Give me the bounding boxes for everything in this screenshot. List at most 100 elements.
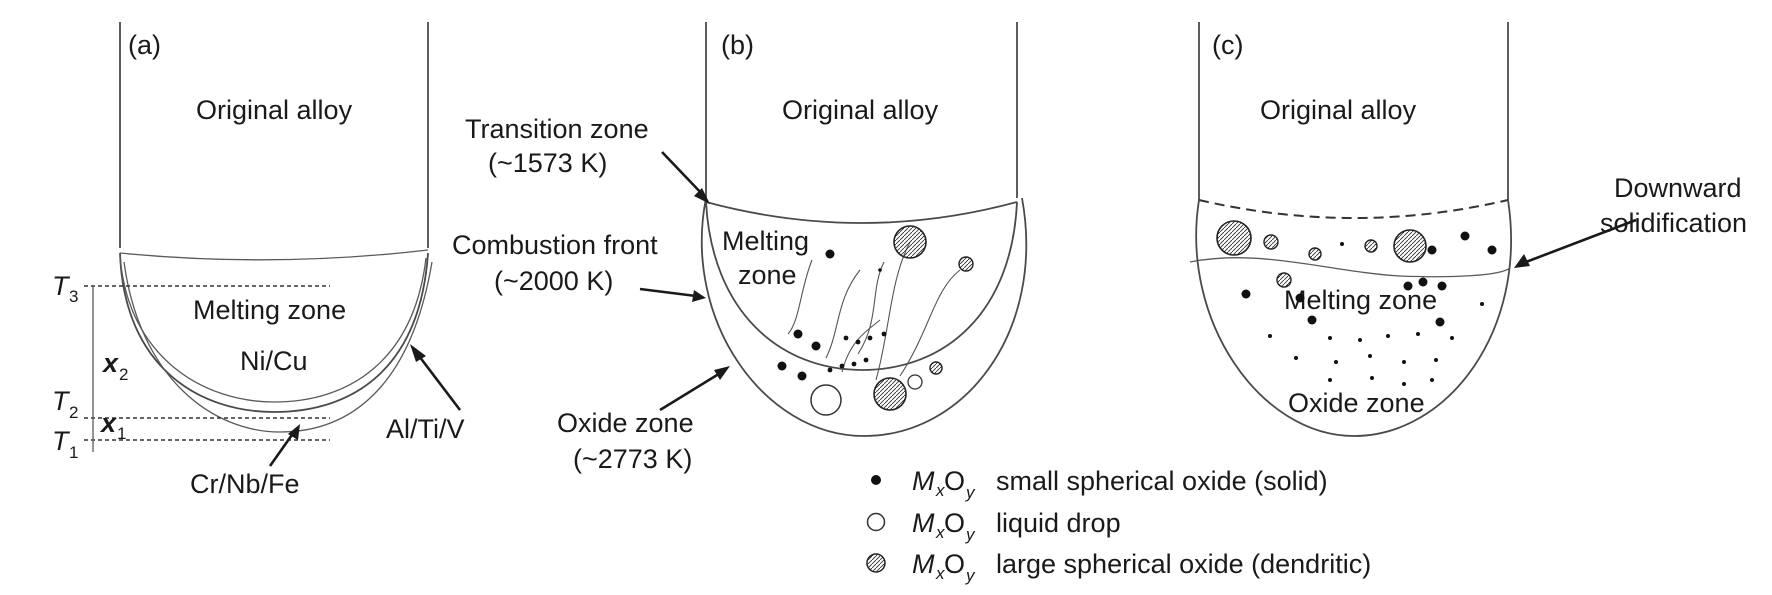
- panel-b-oxide-bowl: [700, 197, 1028, 437]
- panel-a-melt-top: [119, 249, 429, 261]
- panel-b-melt-bowl: [705, 201, 1018, 371]
- solid-oxide-dot: [851, 361, 857, 367]
- panel-a-x2-sub: 2: [119, 365, 128, 384]
- panel-b-oxide-temp: (~2773 K): [573, 444, 692, 474]
- panel-a-original-label: Original alloy: [196, 95, 353, 125]
- panel-c-downward-arrowhead: [1514, 254, 1530, 268]
- panel-a-crnbfe-arrow: [268, 431, 296, 467]
- hollow-circle-icon: [866, 512, 886, 532]
- panel-a-x1-sub: 1: [117, 424, 126, 443]
- legend-formula-y: y: [965, 525, 976, 544]
- panel-b-oxide-arrow: [659, 370, 723, 412]
- panel-c-dendritic-oxides: [1216, 220, 1427, 288]
- solid-oxide-dot: [1241, 289, 1251, 299]
- solid-oxide-dot: [1460, 231, 1470, 241]
- dendritic-oxide: [1364, 239, 1378, 253]
- legend-text: small spherical oxide (solid): [996, 466, 1328, 496]
- panel-b-transition-arrow: [661, 151, 705, 197]
- panel-c-bowl: [1195, 199, 1512, 437]
- solid-oxide-dot: [1294, 356, 1298, 360]
- solid-oxide-dot: [1370, 376, 1374, 380]
- panel-a-melting-label: Melting zone: [193, 295, 346, 325]
- solid-oxide-dot: [1435, 317, 1445, 327]
- panel-b-melting-label-2: zone: [738, 260, 797, 290]
- panel-a-cup-outermost: [123, 261, 433, 433]
- solid-oxide-dot: [811, 341, 821, 351]
- panel-b-particle-paths: [787, 241, 961, 381]
- solid-oxide-dot: [1402, 360, 1406, 364]
- panel-a-crnbfe-arrowhead: [288, 424, 300, 440]
- panel-b-dendritic-oxides: [873, 225, 974, 411]
- panel-a-cup-inner: [119, 255, 427, 403]
- solid-oxide-dot: [793, 329, 803, 339]
- dendritic-circle-icon: [866, 553, 886, 573]
- panel-a-t3-label: T: [52, 271, 71, 301]
- legend-formula-x: x: [935, 481, 945, 500]
- solid-oxide-dot: [881, 331, 887, 337]
- liquid-drop: [907, 374, 923, 390]
- solid-oxide-dot: [777, 361, 787, 371]
- panel-c-oxide-label: Oxide zone: [1288, 388, 1425, 418]
- panel-b-combustion-arrowhead: [692, 290, 706, 302]
- legend: M x O y small spherical oxide (solid) M …: [866, 466, 1371, 585]
- solid-oxide-dot: [863, 357, 869, 363]
- panel-a-cup-outer: [119, 252, 429, 413]
- solid-oxide-dot: [1386, 334, 1390, 338]
- particle-path: [857, 261, 885, 355]
- solid-oxide-dot: [1430, 378, 1434, 382]
- solid-dot-icon: [871, 475, 881, 485]
- panel-b-oxide-label: Oxide zone: [557, 408, 694, 438]
- panel-a-altiv-label: Al/Ti/V: [386, 414, 465, 444]
- solid-oxide-dot: [825, 249, 835, 259]
- dendritic-oxide: [1393, 229, 1427, 263]
- solid-oxide-dot: [1334, 360, 1338, 364]
- solid-oxide-dot: [1307, 315, 1317, 325]
- legend-item: M x O y liquid drop: [866, 508, 1121, 544]
- panel-c-downward-label-2: solidification: [1600, 208, 1747, 238]
- panel-a-t3-sub: 3: [69, 287, 78, 306]
- dendritic-oxide: [873, 377, 907, 411]
- solid-oxide-dot: [1416, 332, 1420, 336]
- legend-formula-m: M: [912, 466, 935, 496]
- panel-b-tag: (b): [721, 30, 754, 60]
- solid-oxide-dot: [1403, 281, 1413, 291]
- legend-item: M x O y large spherical oxide (dendritic…: [866, 549, 1371, 585]
- solid-oxide-dot: [878, 268, 882, 272]
- dendritic-oxide: [929, 361, 943, 375]
- dendritic-oxide: [958, 256, 974, 272]
- panel-b-oxide-arrowhead: [714, 366, 730, 380]
- panel-a-nicu-label: Ni/Cu: [240, 346, 308, 376]
- panel-a-x1-label: x: [99, 408, 117, 438]
- solid-oxide-dot: [1487, 245, 1497, 255]
- solid-oxide-dot: [1450, 336, 1454, 340]
- solid-oxide-dot: [1340, 242, 1344, 246]
- panel-a-t1-label: T: [52, 426, 71, 456]
- legend-formula-o: O: [944, 549, 965, 579]
- solid-oxide-dot: [1328, 378, 1332, 382]
- solid-oxide-dot: [1434, 358, 1438, 362]
- solid-oxide-dot: [1268, 334, 1272, 338]
- legend-formula-y: y: [965, 483, 976, 502]
- panel-a-altiv-arrowhead: [410, 344, 426, 362]
- solid-oxide-dot: [843, 335, 849, 341]
- panel-b-transition-boundary: [705, 201, 1018, 224]
- panel-a-tag: (a): [128, 30, 161, 60]
- solid-oxide-dot: [1418, 277, 1428, 287]
- solid-oxide-dot: [1368, 354, 1372, 358]
- solid-oxide-dot: [1427, 245, 1437, 255]
- panel-c-tag: (c): [1212, 30, 1243, 60]
- panel-c: (c) Original alloy Melting zone Oxide zo…: [1189, 22, 1747, 437]
- particle-path: [899, 269, 961, 377]
- solid-oxide-dot: [1295, 293, 1305, 303]
- legend-formula-x: x: [935, 523, 945, 542]
- legend-formula-o: O: [944, 466, 965, 496]
- panel-c-melting-label: Melting zone: [1284, 285, 1437, 315]
- dendritic-oxide: [1308, 247, 1322, 261]
- panel-a-x2-label: x: [101, 348, 119, 378]
- particle-path: [787, 259, 813, 335]
- legend-formula-x: x: [935, 564, 945, 583]
- panel-b-melting-label-1: Melting: [722, 226, 809, 256]
- dendritic-oxide: [893, 225, 927, 259]
